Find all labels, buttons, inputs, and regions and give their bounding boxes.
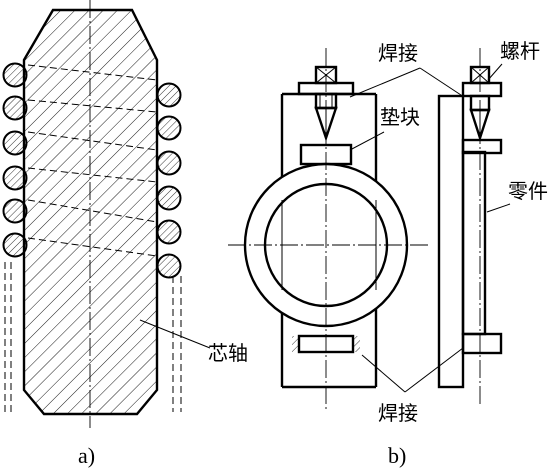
weld-bottom-label: 焊接 [378,401,418,425]
figure-b-labels: 焊接 螺杆 垫块 零件 焊接 [349,39,548,425]
weld-top-label: 焊接 [378,41,418,65]
pad-label: 垫块 [380,105,420,129]
right-coil-turns [156,82,182,279]
coil-turn [2,198,28,224]
mandrel-label: 芯轴 [208,341,248,365]
side-bottom-block [461,332,503,355]
coil-turn [156,82,182,108]
mandrel-leader-line [139,319,211,349]
caption-a: a) [78,443,95,468]
coil-turn [2,165,28,191]
coil-turn [156,185,182,211]
side-frame [437,94,465,389]
side-pad-block [461,138,503,155]
bottom-left-weld [292,336,300,352]
mandrel-body [22,8,159,416]
screw-label: 螺杆 [500,39,540,63]
weld-bottom-leader-left [361,354,406,393]
weld-top-leader-right [419,67,465,98]
coil-turn [156,150,182,176]
coil-turn [2,95,28,121]
figure-b-front-view: b) [228,48,430,468]
coil-turn [156,115,182,141]
left-coil-turns [2,62,28,258]
figure-b-side-view [437,48,503,405]
screw-leader [487,63,503,81]
pad-leader [349,131,385,151]
bottom-right-weld [352,336,360,352]
coil-turn [156,219,182,245]
weld-bottom-leader-right [404,347,464,393]
side-part-plate [461,150,487,336]
part-label: 零件 [508,179,548,203]
part-leader [486,203,511,213]
coil-turn [2,62,28,88]
coil-turn [2,130,28,156]
weld-top-leader-left [349,67,421,98]
coil-turn [2,232,28,258]
caption-b: b) [388,443,406,468]
side-screw-nut [461,81,503,98]
coil-turn [156,253,182,279]
figure-a: 芯轴 a) [2,0,248,468]
